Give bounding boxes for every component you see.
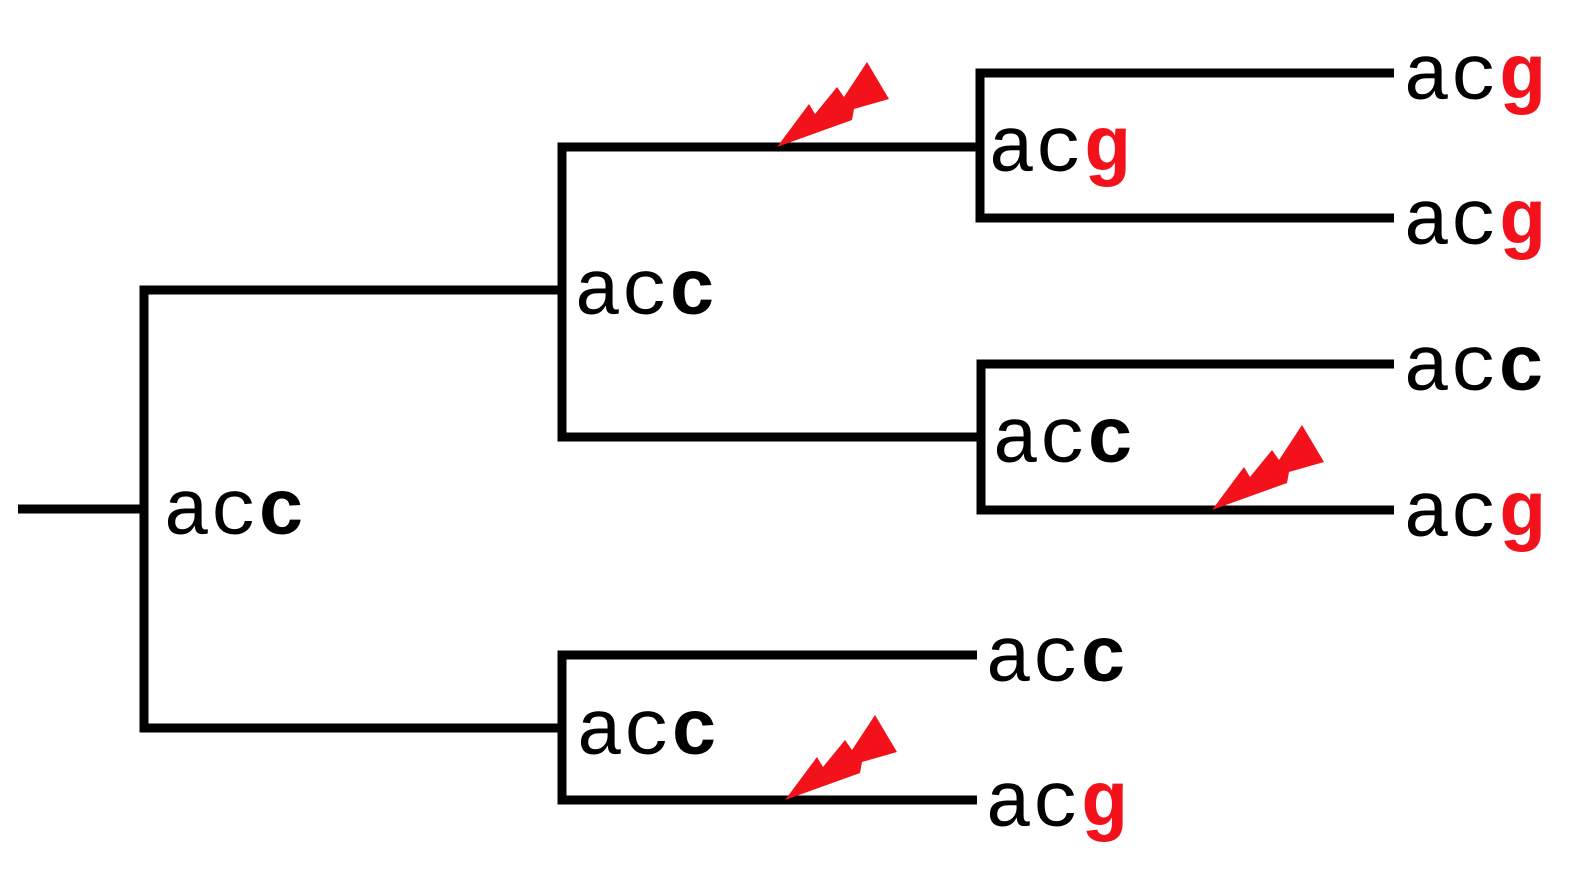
- internal-node-bottom-label: acc: [576, 693, 718, 773]
- sequence-last-char: g: [1497, 469, 1546, 560]
- sequence-last-char: c: [257, 467, 306, 558]
- leaf-3-label: acc: [1403, 329, 1545, 409]
- sequence-last-char: g: [1082, 104, 1131, 195]
- sequence-last-char: c: [670, 687, 719, 778]
- leaf-5-label: acc: [985, 620, 1127, 700]
- sequence-prefix: ac: [163, 467, 258, 558]
- sequence-prefix: ac: [1403, 32, 1498, 123]
- mutation-lightning-icon: [777, 62, 889, 147]
- root-node-label: acc: [163, 473, 305, 553]
- sequence-prefix: ac: [988, 104, 1083, 195]
- internal-node-middle-label: acc: [992, 401, 1134, 481]
- internal-node-top-label: acc: [574, 253, 716, 333]
- sequence-last-char: g: [1497, 32, 1546, 123]
- leaf-2-label: acg: [1403, 183, 1545, 263]
- sequence-last-char: g: [1079, 759, 1128, 850]
- sequence-last-char: g: [1497, 177, 1546, 268]
- internal-node-top-upper-label: acg: [988, 110, 1130, 190]
- mutation-lightning-icon: [1212, 425, 1324, 510]
- sequence-prefix: ac: [1403, 323, 1498, 414]
- sequence-prefix: ac: [985, 614, 1080, 705]
- sequence-prefix: ac: [576, 687, 671, 778]
- sequence-last-char: c: [1079, 614, 1128, 705]
- sequence-prefix: ac: [1403, 177, 1498, 268]
- sequence-prefix: ac: [985, 759, 1080, 850]
- sequence-last-char: c: [668, 247, 717, 338]
- sequence-last-char: c: [1497, 323, 1546, 414]
- sequence-prefix: ac: [992, 395, 1087, 486]
- leaf-6-label: acg: [985, 765, 1127, 845]
- mutation-lightning-icon: [785, 715, 897, 800]
- leaf-4-label: acg: [1403, 475, 1545, 555]
- sequence-prefix: ac: [1403, 469, 1498, 560]
- leaf-1-label: acg: [1403, 38, 1545, 118]
- sequence-prefix: ac: [574, 247, 669, 338]
- sequence-last-char: c: [1086, 395, 1135, 486]
